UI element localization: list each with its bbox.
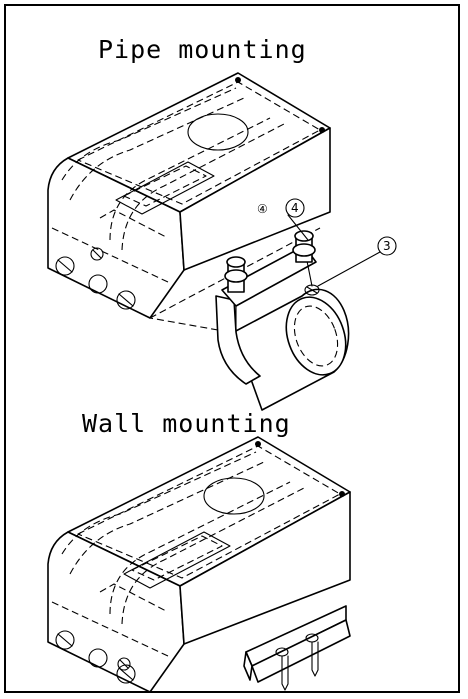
- callout-clamp-label: 3: [383, 239, 391, 253]
- callout-nut-label: 4: [291, 201, 299, 215]
- wall-bracket: [243, 605, 351, 691]
- callout-nut-symbol: ④: [257, 202, 268, 216]
- callout-clamp: 3: [317, 236, 397, 287]
- pipe-clamp-assembly: [149, 230, 350, 411]
- wall-mounting-title: Wall mounting: [82, 409, 291, 438]
- callout-nut: ④ 4: [257, 198, 309, 241]
- pipe-mounting-enclosure: [47, 72, 331, 319]
- wall-mounting-enclosure: [47, 436, 351, 693]
- pipe-mounting-title: Pipe mounting: [98, 35, 307, 64]
